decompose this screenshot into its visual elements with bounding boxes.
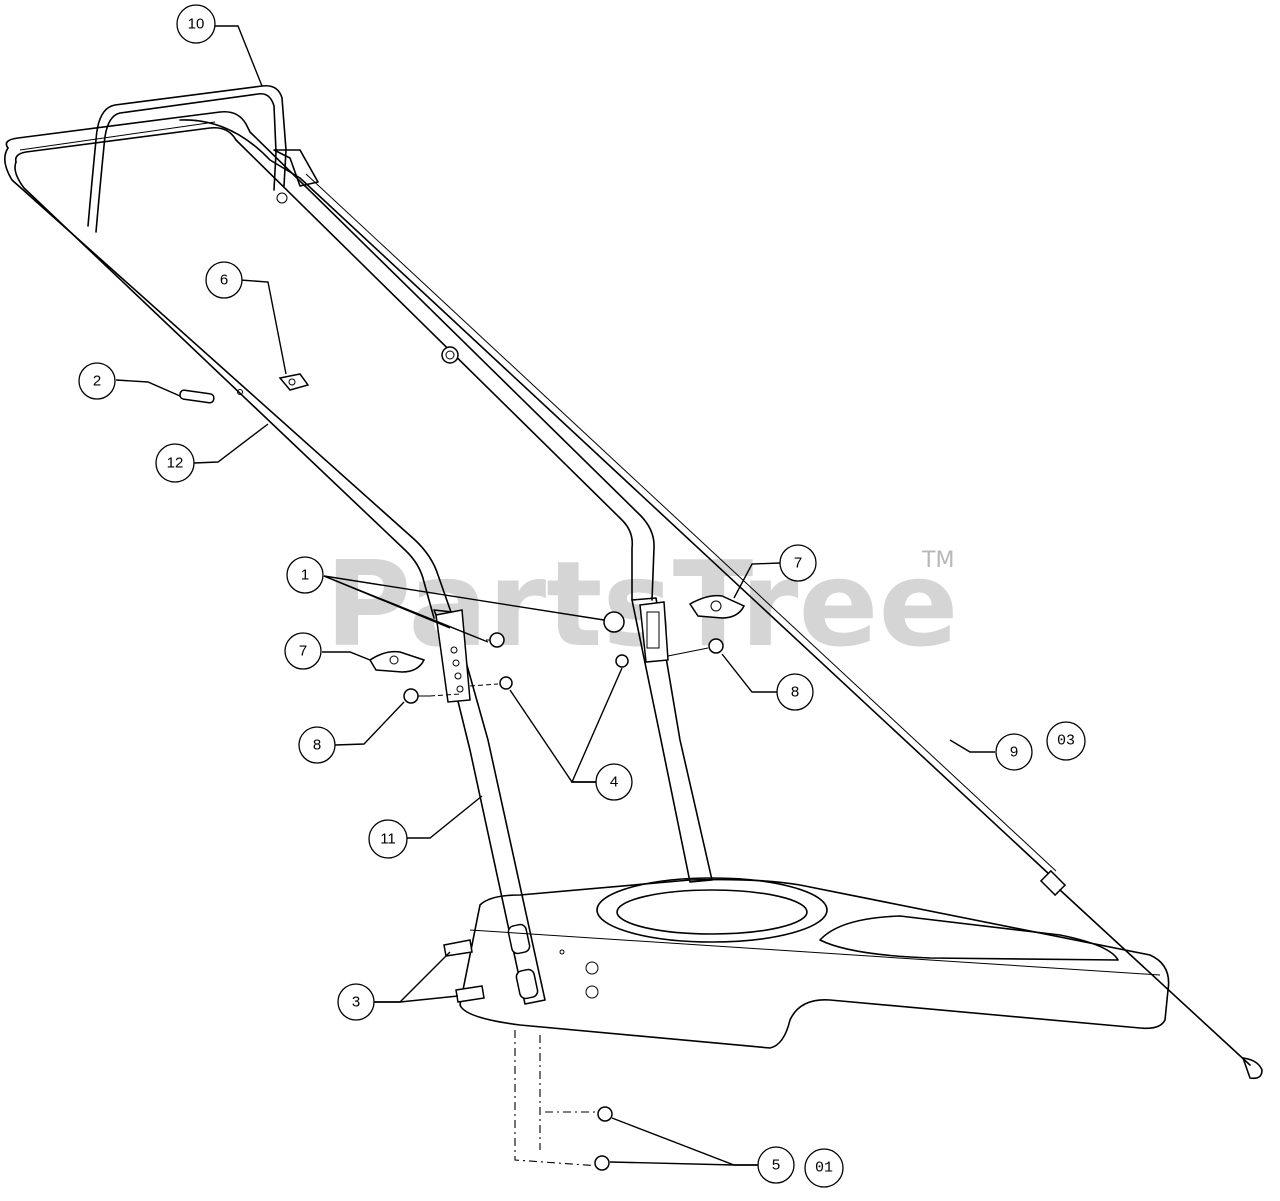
watermark-text: PartsTree [325, 535, 959, 673]
cap-part-1-right [603, 611, 625, 633]
callout-7-right[interactable]: 7 [779, 544, 817, 582]
callout-8-right[interactable]: 8 [776, 673, 814, 711]
code-03: 03 [1046, 721, 1086, 761]
callout-6[interactable]: 6 [205, 261, 243, 299]
callout-2[interactable]: 2 [78, 362, 116, 400]
watermark: PartsTree TM [325, 535, 959, 673]
upper-handle [4, 110, 655, 619]
watermark-trademark: TM [921, 548, 954, 573]
callout-12-label: 12 [167, 455, 184, 472]
nut-part-4-left [499, 676, 513, 690]
callout-3-label: 3 [352, 994, 360, 1011]
callout-7-left-label: 7 [299, 643, 307, 660]
callouts: 10 6 2 12 1 7 7 8 [78, 4, 1086, 1188]
callout-1-label: 1 [301, 567, 309, 584]
bolt-part-8-left [403, 688, 419, 704]
callout-5-label: 5 [772, 1157, 780, 1174]
callout-4[interactable]: 4 [595, 763, 633, 801]
callout-9[interactable]: 9 [995, 733, 1033, 771]
callout-2-label: 2 [93, 373, 101, 390]
bolt-part-3-upper [443, 939, 473, 957]
knob-part-7-right [688, 594, 746, 619]
nut-part-4-right [615, 654, 629, 668]
callout-11-label: 11 [380, 831, 396, 848]
code-01-label: 01 [815, 1160, 833, 1177]
callout-10[interactable]: 10 [176, 4, 216, 44]
callout-11[interactable]: 11 [368, 819, 408, 859]
hardware [179, 373, 746, 1171]
bolt-part-3-lower [455, 985, 485, 1003]
control-bail [87, 84, 319, 233]
callout-8-left[interactable]: 8 [298, 726, 336, 764]
callout-9-label: 9 [1010, 744, 1018, 761]
nut-part-5-upper [597, 1106, 613, 1122]
knob-part-7-left [368, 650, 426, 673]
callout-3[interactable]: 3 [337, 983, 375, 1021]
callout-5[interactable]: 5 [757, 1146, 795, 1184]
callout-6-label: 6 [220, 272, 228, 289]
leader-lines [115, 25, 995, 1166]
mower-deck [459, 877, 1170, 1167]
callout-8-right-label: 8 [791, 684, 799, 701]
nut-part-5-lower [594, 1155, 610, 1171]
callout-7-left[interactable]: 7 [284, 632, 322, 670]
pin-part-2 [179, 389, 215, 404]
clip-part-6 [278, 373, 310, 391]
callout-1[interactable]: 1 [286, 556, 324, 594]
callout-7-right-label: 7 [794, 555, 802, 572]
bolt-part-8-right [708, 638, 724, 654]
control-cable [299, 173, 1263, 1080]
cap-part-1-left [489, 632, 505, 648]
callout-10-label: 10 [188, 16, 205, 33]
callout-4-label: 4 [610, 774, 618, 791]
code-03-label: 03 [1057, 733, 1075, 750]
callout-8-left-label: 8 [313, 737, 321, 754]
callout-12[interactable]: 12 [155, 443, 195, 483]
code-01: 01 [804, 1148, 844, 1188]
